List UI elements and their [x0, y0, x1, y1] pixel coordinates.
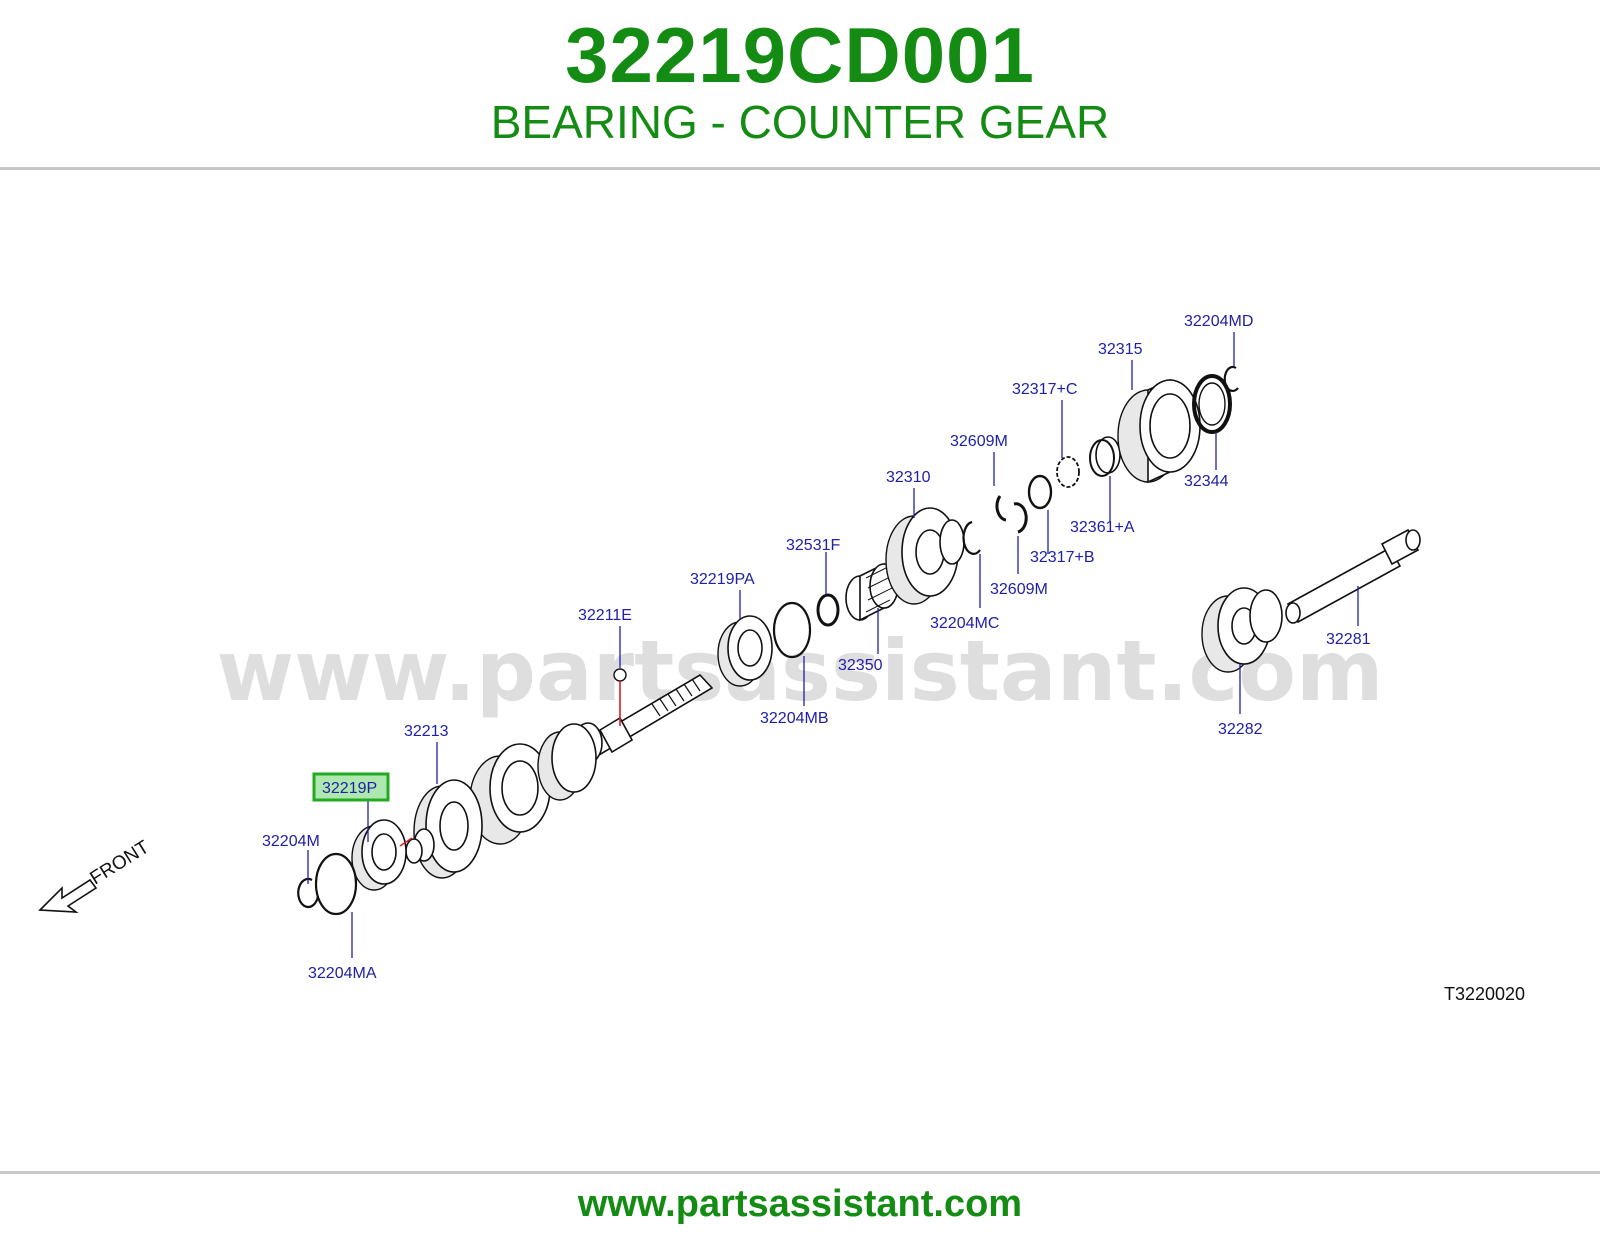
footer-site-url[interactable]: www.partsassistant.com — [577, 1183, 1023, 1225]
header-divider — [0, 167, 1600, 170]
callout-32609M-bottom[interactable]: 32609M — [990, 581, 1048, 598]
callout-32211E[interactable]: 32211E — [578, 607, 632, 624]
footer-divider — [0, 1171, 1600, 1174]
half-ring-32609M-a[interactable] — [995, 495, 1007, 522]
callout-32281[interactable]: 32281 — [1326, 631, 1371, 648]
washer-32531F[interactable] — [816, 593, 840, 627]
bearing-32219PA[interactable] — [717, 615, 773, 687]
callout-32282[interactable]: 32282 — [1218, 721, 1263, 738]
snap-ring-32204MA[interactable] — [314, 852, 358, 916]
callout-32361A[interactable]: 32361+A — [1070, 519, 1135, 536]
washer-32317C[interactable] — [1056, 456, 1080, 488]
snap-ring-32204M[interactable] — [297, 877, 320, 909]
callout-32350[interactable]: 32350 — [838, 657, 883, 674]
bearing-32219P[interactable] — [351, 819, 407, 891]
watermark-text: www.partsassistant.com — [217, 622, 1384, 720]
callout-32531F[interactable]: 32531F — [786, 537, 840, 554]
callout-32204MA[interactable]: 32204MA — [308, 965, 377, 982]
part-number-title: 32219CD001 — [565, 11, 1035, 99]
gear-32310[interactable] — [885, 507, 965, 605]
ring-32317B[interactable] — [1027, 474, 1053, 510]
synchro-sleeve-32315[interactable] — [1117, 378, 1201, 484]
callout-32344[interactable]: 32344 — [1184, 473, 1229, 490]
callout-32310[interactable]: 32310 — [886, 469, 931, 486]
callout-32219PA[interactable]: 32219PA — [690, 571, 755, 588]
part-name-subtitle: BEARING - COUNTER GEAR — [490, 96, 1110, 148]
callout-32204MD[interactable]: 32204MD — [1184, 313, 1253, 330]
callout-32317C[interactable]: 32317+C — [1012, 381, 1077, 398]
half-ring-32609M-b[interactable] — [1013, 502, 1028, 534]
figure-reference-code: T3220020 — [1444, 984, 1525, 1004]
callout-32204M[interactable]: 32204M — [262, 833, 320, 850]
snap-ring-32204MC[interactable] — [962, 520, 981, 555]
ball-32211E[interactable] — [613, 668, 627, 682]
counter-shaft[interactable] — [405, 673, 714, 879]
needle-bearing-32350[interactable] — [845, 562, 899, 622]
callout-32219P[interactable]: 32219P — [322, 780, 377, 797]
snap-ring-32204MB[interactable] — [772, 601, 812, 659]
ring-32361A[interactable] — [1089, 436, 1121, 477]
callout-32609M-top[interactable]: 32609M — [950, 433, 1008, 450]
front-label: FRONT — [87, 837, 154, 890]
front-arrow-icon — [38, 878, 98, 913]
synchro-ring-32344[interactable] — [1192, 374, 1232, 434]
idler-gear-32282[interactable] — [1201, 587, 1283, 673]
callout-32315[interactable]: 32315 — [1098, 341, 1143, 358]
callout-32204MB[interactable]: 32204MB — [760, 710, 829, 727]
highlight-box-32219P — [312, 772, 390, 802]
page-header: 32219CD001 BEARING - COUNTER GEAR — [0, 0, 1600, 168]
idler-shaft-32281[interactable] — [1285, 528, 1421, 624]
callout-32213[interactable]: 32213 — [404, 723, 449, 740]
exploded-parts-diagram: www.partsassistant.com FRONT — [38, 313, 1525, 1004]
leader-lines — [307, 332, 1359, 958]
callout-32204MC[interactable]: 32204MC — [930, 615, 999, 632]
snap-ring-32204MD[interactable] — [1223, 365, 1239, 393]
callout-32317B[interactable]: 32317+B — [1030, 549, 1095, 566]
